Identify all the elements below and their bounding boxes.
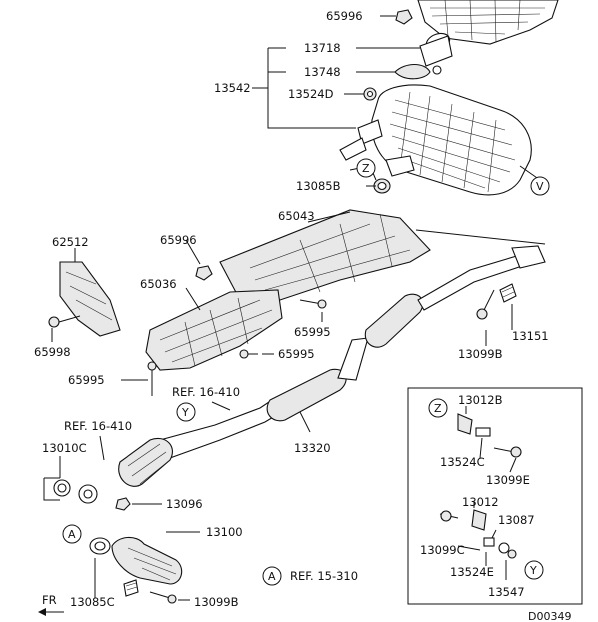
part-labels: 65996 13718 13542 13748 13524D 13085B 65… <box>34 9 571 622</box>
label-62512: 62512 <box>52 235 89 249</box>
label-13542: 13542 <box>214 81 251 95</box>
callout-y-box: Y <box>524 560 544 580</box>
label-13087: 13087 <box>498 513 535 527</box>
front-pipe-assembly <box>89 536 183 604</box>
diagram-code: D00349 <box>528 610 571 622</box>
callout-y-mid: Y <box>176 402 196 422</box>
label-13099e: 13099E <box>486 473 530 487</box>
leader-lines <box>43 15 546 601</box>
label-13099b-right: 13099B <box>458 347 503 361</box>
svg-text:Z: Z <box>362 162 370 175</box>
bracket-62512 <box>59 261 121 337</box>
hanger-detail-box <box>407 387 583 605</box>
label-13100: 13100 <box>206 525 243 539</box>
label-65995-c: 65995 <box>68 373 105 387</box>
label-65996-mid: 65996 <box>160 233 197 247</box>
label-13718: 13718 <box>304 41 341 55</box>
fasteners <box>48 9 517 396</box>
main-muffler <box>339 32 532 196</box>
svg-text:V: V <box>536 180 544 193</box>
label-ref-16-410-a: REF. 16-410 <box>172 385 240 399</box>
label-ref-15-310: REF. 15-310 <box>290 569 358 583</box>
label-13524d: 13524D <box>288 87 334 101</box>
front-catalytic-converter <box>53 438 173 511</box>
callout-z-box: Z <box>428 398 448 418</box>
label-13012: 13012 <box>462 495 499 509</box>
underbody-panel <box>417 0 559 45</box>
label-fr: FR <box>42 593 57 607</box>
label-13012b: 13012B <box>458 393 503 407</box>
callout-z-top: Z <box>356 158 376 178</box>
label-13547: 13547 <box>488 585 525 599</box>
label-65996-top: 65996 <box>326 9 363 23</box>
callout-a-left: A <box>62 524 82 544</box>
label-13096: 13096 <box>166 497 203 511</box>
svg-text:Y: Y <box>181 406 189 419</box>
catalytic-converter-heat-shield <box>145 289 283 371</box>
label-65043: 65043 <box>278 209 315 223</box>
label-65998: 65998 <box>34 345 71 359</box>
label-13151: 13151 <box>512 329 549 343</box>
front-direction-arrow-icon <box>38 608 64 616</box>
label-13085b: 13085B <box>296 179 341 193</box>
label-13085c: 13085C <box>70 595 115 609</box>
center-heat-shield <box>219 209 431 301</box>
svg-text:A: A <box>68 528 76 541</box>
label-65995-a: 65995 <box>294 325 331 339</box>
label-13524e: 13524E <box>450 565 494 579</box>
label-65995-b: 65995 <box>278 347 315 361</box>
label-13099b-bottom: 13099B <box>194 595 239 609</box>
label-13010c: 13010C <box>42 441 87 455</box>
label-13748: 13748 <box>304 65 341 79</box>
label-13320: 13320 <box>294 441 331 455</box>
label-13099c: 13099C <box>420 543 465 557</box>
label-65036: 65036 <box>140 277 177 291</box>
svg-text:A: A <box>268 570 276 583</box>
label-13524c: 13524C <box>440 455 485 469</box>
label-ref-16-410-b: REF. 16-410 <box>64 419 132 433</box>
svg-text:Y: Y <box>529 564 537 577</box>
svg-text:Z: Z <box>434 402 442 415</box>
callout-v: V <box>530 176 550 196</box>
callout-a-ref: A <box>262 566 282 586</box>
